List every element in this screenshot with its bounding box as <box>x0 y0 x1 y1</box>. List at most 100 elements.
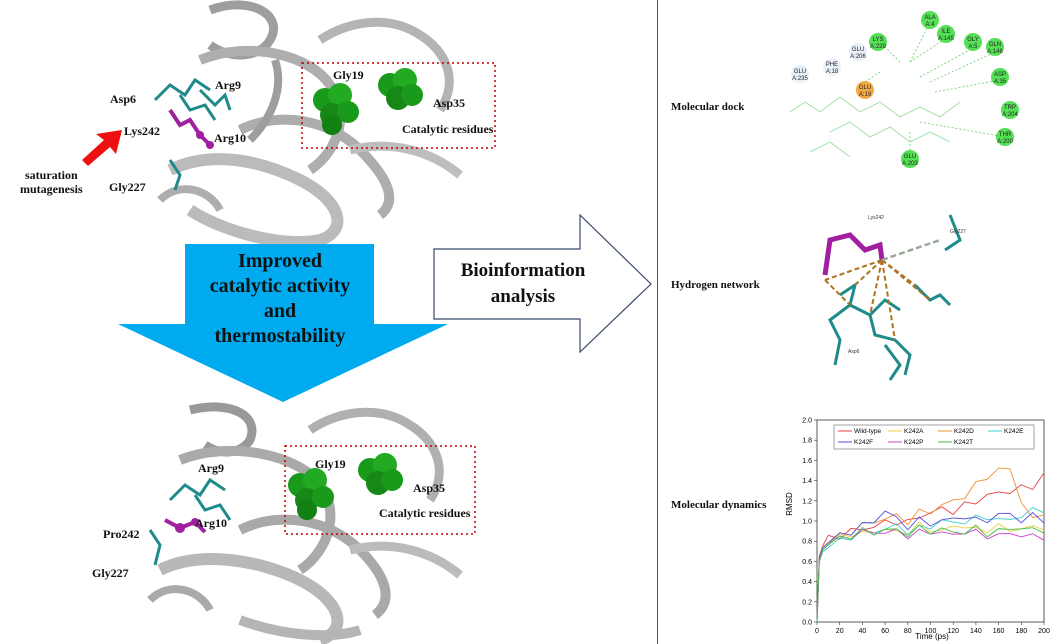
x-tick-label: 180 <box>1015 628 1027 635</box>
bioinfo-arrow-line2: analysis <box>490 286 556 307</box>
y-tick-label: 1.2 <box>802 498 812 505</box>
label-gly227: Gly227 <box>109 180 146 194</box>
x-tick-label: 200 <box>1038 628 1050 635</box>
y-tick-label: 1.6 <box>802 458 812 465</box>
series-line-k242p <box>816 528 1045 623</box>
svg-text:A:4: A:4 <box>925 22 935 28</box>
x-tick-label: 20 <box>836 628 844 635</box>
y-tick-label: 0.0 <box>802 620 812 627</box>
rmsd-chart: 0 20 40 60 80 100 120 140 160 180 200 0.0 0.2 0.4 0.6 0… <box>785 418 1050 642</box>
label-arg10: Arg10 <box>214 131 246 145</box>
label-catalytic: Catalytic residues <box>402 122 494 136</box>
svg-text:GLU: GLU <box>904 154 916 160</box>
y-tick-label: 0.4 <box>802 579 812 586</box>
bioinfo-arrow-shape <box>433 214 652 354</box>
legend-label: K242A <box>904 428 924 435</box>
series-line-k242e <box>816 506 1045 623</box>
top-protein-structure <box>153 0 496 245</box>
x-tick-label: 0 <box>815 628 819 635</box>
label-lys242: Lys242 <box>124 124 161 138</box>
legend-label: Wild-type <box>854 428 881 435</box>
label-hydrogen-network: Hydrogen network <box>671 279 760 291</box>
svg-text:A:18: A:18 <box>826 69 839 75</box>
bottom-protein-structure <box>147 402 476 644</box>
svg-text:A:206: A:206 <box>850 54 866 60</box>
x-tick-label: 100 <box>925 628 937 635</box>
svg-text:ASP: ASP <box>994 72 1006 78</box>
chart-ylabel: RMSD <box>785 492 794 516</box>
label-bottom-arg10: Arg10 <box>195 516 227 530</box>
svg-text:A:229: A:229 <box>870 44 886 50</box>
svg-text:PHE: PHE <box>826 62 838 68</box>
svg-text:GLU: GLU <box>852 47 864 53</box>
x-tick-label: 120 <box>947 628 959 635</box>
y-tick-label: 0.2 <box>802 599 812 606</box>
chart-xlabel: Time (ps) <box>915 632 949 641</box>
label-gly19: Gly19 <box>333 68 364 82</box>
svg-text:A:5: A:5 <box>968 44 978 50</box>
chart-frame <box>816 419 1045 623</box>
svg-text:GLY: GLY <box>967 37 979 43</box>
svg-text:GLU: GLU <box>859 85 871 91</box>
improved-arrow-line3: and <box>263 300 297 322</box>
label-pro242: Pro242 <box>103 527 140 541</box>
x-tick-label: 80 <box>904 628 912 635</box>
series-line-k242a <box>816 521 1045 623</box>
right-panel-border <box>657 0 1057 644</box>
svg-text:GLN: GLN <box>989 42 1001 48</box>
x-tick-label: 140 <box>970 628 982 635</box>
series-line-k242d <box>816 467 1045 623</box>
svg-text:LYS: LYS <box>873 37 884 43</box>
svg-text:THR: THR <box>999 132 1012 138</box>
svg-text:A:19: A:19 <box>859 92 872 98</box>
chart-legend <box>833 424 1035 450</box>
hbond-label-lys: Lys242 <box>868 215 884 221</box>
label-saturation-mutagenesis: saturation mutagenesis <box>20 168 83 196</box>
legend-label: K242E <box>1004 428 1024 435</box>
label-asp6: Asp6 <box>110 92 137 106</box>
label-bottom-gly227: Gly227 <box>92 566 129 580</box>
hbond-label-asp: Asp6 <box>848 349 860 355</box>
series-line-wild-type <box>816 472 1045 623</box>
hydrogen-network-diagram: Lys242 Gly227 Asp6 <box>822 214 966 381</box>
label-bottom-asp35: Asp35 <box>413 481 446 495</box>
y-tick-label: 1.4 <box>802 478 812 485</box>
red-arrow-icon <box>82 130 122 166</box>
x-tick-label: 60 <box>881 628 889 635</box>
svg-text:A:203: A:203 <box>902 161 918 167</box>
svg-text:GLU: GLU <box>794 69 806 75</box>
improved-arrow-line2: catalytic activity <box>209 275 351 297</box>
series-line-k242t <box>816 524 1045 623</box>
label-bottom-catalytic: Catalytic residues <box>379 506 471 520</box>
y-tick-label: 0.8 <box>802 539 812 546</box>
y-tick-label: 0.6 <box>802 559 812 566</box>
label-asp35: Asp35 <box>433 96 466 110</box>
x-tick-label: 40 <box>859 628 867 635</box>
legend-label: K242D <box>954 428 974 435</box>
bioinfo-arrow-line1: Bioinformation <box>460 260 586 281</box>
svg-text:A:235: A:235 <box>792 76 808 82</box>
label-molecular-dock: Molecular dock <box>671 101 745 113</box>
svg-text:TRP: TRP <box>1004 105 1016 111</box>
y-tick-label: 1.8 <box>802 438 812 445</box>
svg-text:A:145: A:145 <box>938 36 954 42</box>
improved-arrow-shape <box>118 244 448 402</box>
svg-text:A:200: A:200 <box>997 139 1013 145</box>
y-tick-label: 2.0 <box>802 418 812 425</box>
x-tick-label: 160 <box>993 628 1005 635</box>
legend-label: K242F <box>854 439 873 446</box>
svg-text:ILE: ILE <box>941 29 950 35</box>
svg-text:A:204: A:204 <box>1002 112 1018 118</box>
